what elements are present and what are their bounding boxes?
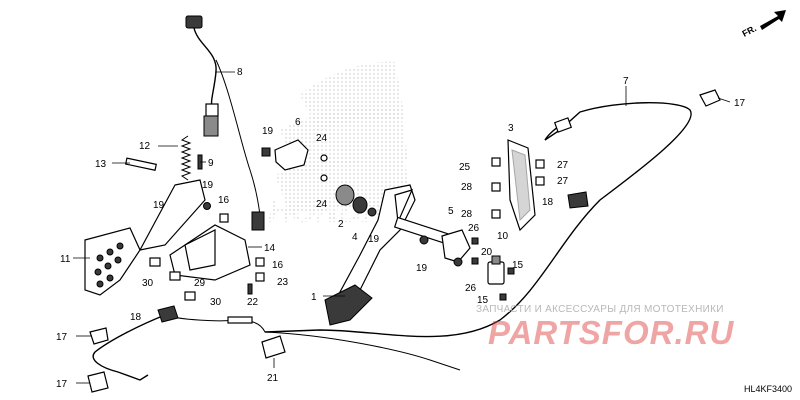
callout-26: 26 — [468, 223, 480, 234]
callout-11: 11 — [60, 254, 71, 265]
callout-15: 15 — [512, 260, 524, 271]
callout-27: 27 — [557, 160, 569, 171]
callout-16: 16 — [272, 260, 284, 271]
callout-10: 10 — [497, 231, 509, 242]
callout-19: 19 — [368, 234, 380, 245]
callout-6: 6 — [295, 117, 301, 128]
callout-23: 23 — [277, 277, 289, 288]
callout-30: 30 — [142, 278, 154, 289]
callout-15: 15 — [477, 295, 489, 306]
part-1-brake-pedal — [324, 184, 416, 326]
callout-19: 19 — [416, 263, 428, 274]
leader-lines — [73, 71, 731, 384]
callout-29: 29 — [194, 278, 206, 289]
part-12-return-spring — [180, 135, 192, 181]
part-2-bushing — [335, 184, 368, 214]
callout-17: 17 — [734, 98, 746, 109]
callout-13: 13 — [95, 159, 107, 170]
part-7-brake-cable — [264, 102, 692, 338]
callout-7: 7 — [623, 76, 629, 87]
callout-14: 14 — [264, 243, 276, 254]
callout-20: 20 — [481, 247, 493, 258]
callout-3: 3 — [508, 123, 514, 134]
callout-9: 9 — [208, 158, 214, 169]
part-20-clamp — [441, 229, 471, 263]
callout-17: 17 — [56, 332, 68, 343]
callout-5: 5 — [448, 206, 454, 217]
svg-text:HONDA: HONDA — [268, 193, 385, 229]
callout-24: 24 — [316, 133, 328, 144]
part-10-stop-switch — [487, 255, 505, 285]
callout-19: 19 — [262, 126, 274, 137]
watermark-caption: ЗАПЧАСТИ И АКСЕССУАРЫ ДЛЯ МОТОТЕХНИКИ — [476, 304, 724, 315]
callouts: 8 12 9 13 19 19 16 6 19 24 24 2 4 19 11 … — [56, 67, 746, 390]
callout-25: 25 — [459, 162, 471, 173]
part-3-cable-bracket — [507, 139, 536, 232]
callout-21: 21 — [267, 373, 279, 384]
callout-16: 16 — [218, 195, 230, 206]
watermark-logo: PARTSFOR.RU — [488, 314, 735, 351]
callout-24: 24 — [316, 199, 328, 210]
part-21-clamp — [261, 335, 286, 359]
callout-26: 26 — [465, 283, 477, 294]
callout-8: 8 — [237, 67, 243, 78]
callout-4: 4 — [352, 232, 358, 243]
callout-2: 2 — [338, 219, 344, 230]
callout-30: 30 — [210, 297, 222, 308]
callout-19: 19 — [153, 200, 165, 211]
fasteners — [149, 147, 545, 301]
part-6-switch-bracket — [274, 139, 309, 171]
callout-22: 22 — [247, 297, 259, 308]
callout-28: 28 — [461, 182, 473, 193]
callout-12: 12 — [139, 141, 151, 152]
callout-27: 27 — [557, 176, 569, 187]
callout-17: 17 — [56, 379, 68, 390]
part-18-holders — [157, 191, 589, 323]
callout-1: 1 — [311, 292, 317, 303]
part-11-parking-pedal — [84, 179, 206, 296]
part-14-pedal-bracket — [169, 224, 251, 281]
callout-19: 19 — [202, 180, 214, 191]
callout-28: 28 — [461, 209, 473, 220]
wing-logo-watermark: HONDA — [268, 61, 410, 229]
part-21-parking-cable — [92, 314, 461, 381]
diagram-code: HL4KF3400 — [743, 384, 792, 394]
callout-18: 18 — [542, 197, 554, 208]
part-17-cable-clamps — [87, 89, 721, 393]
part-13-pivot-pin — [124, 157, 157, 171]
front-direction-arrow — [760, 10, 786, 30]
callout-18: 18 — [130, 312, 142, 323]
